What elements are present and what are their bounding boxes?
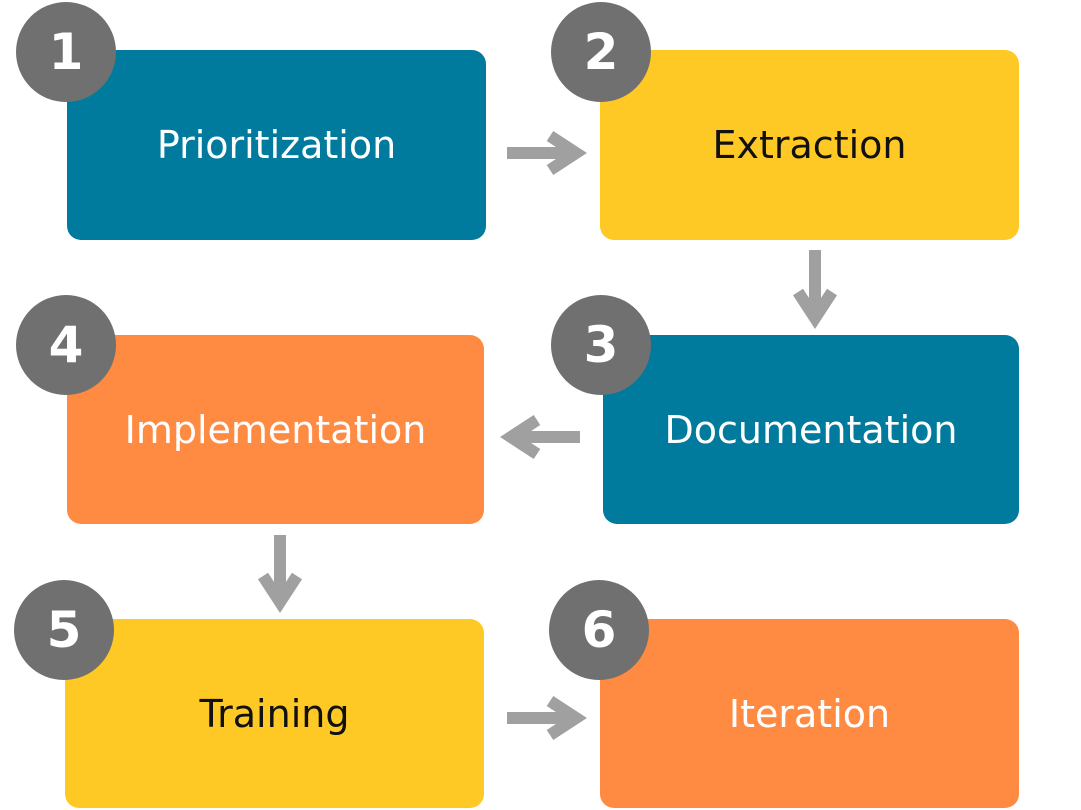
step-number-badge-5: 5 [14,580,114,680]
step-label: Implementation [124,407,427,452]
step-box-1: Prioritization [67,50,486,240]
step-number-badge-4: 4 [16,295,116,395]
step-label: Extraction [712,123,907,167]
step-number-badge-1: 1 [16,2,116,102]
step-label: Documentation [664,407,958,452]
step-number-badge-3: 3 [551,295,651,395]
step-box-4: Implementation [67,335,484,524]
step-number-badge-6: 6 [549,580,649,680]
step-box-5: Training [65,619,484,808]
step-number-badge-2: 2 [551,2,651,102]
arrow-down-icon [257,535,303,613]
arrow-right-icon [507,695,587,741]
arrow-left-icon [500,414,580,460]
step-label: Training [199,691,350,736]
step-box-3: Documentation [603,335,1019,524]
arrow-down-icon [792,250,838,329]
step-box-6: Iteration [600,619,1019,808]
step-label: Iteration [728,691,891,736]
step-box-2: Extraction [600,50,1019,240]
arrow-right-icon [507,130,587,176]
step-label: Prioritization [156,123,397,167]
